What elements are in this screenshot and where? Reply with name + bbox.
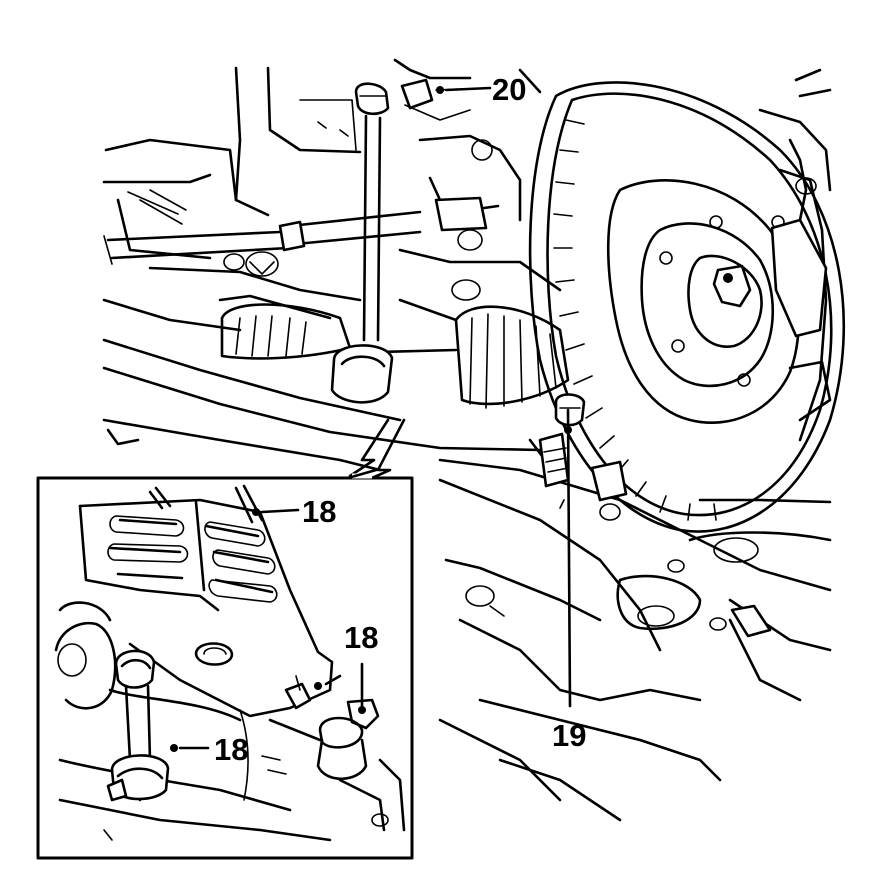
lower-subframe bbox=[438, 432, 832, 822]
callout-18-middle: 18 bbox=[344, 620, 378, 655]
callout-18-bottom: 18 bbox=[214, 732, 248, 767]
detail-inset bbox=[36, 418, 414, 860]
leader-lines bbox=[170, 86, 572, 752]
brake-disc bbox=[528, 68, 846, 533]
callout-19: 19 bbox=[552, 718, 586, 753]
stabilizer-link bbox=[330, 78, 434, 404]
anti-roll-bar-bushing bbox=[554, 393, 586, 427]
callout-18-top: 18 bbox=[302, 494, 336, 529]
vehicle-body-structure bbox=[102, 58, 570, 472]
callout-20: 20 bbox=[492, 72, 526, 107]
